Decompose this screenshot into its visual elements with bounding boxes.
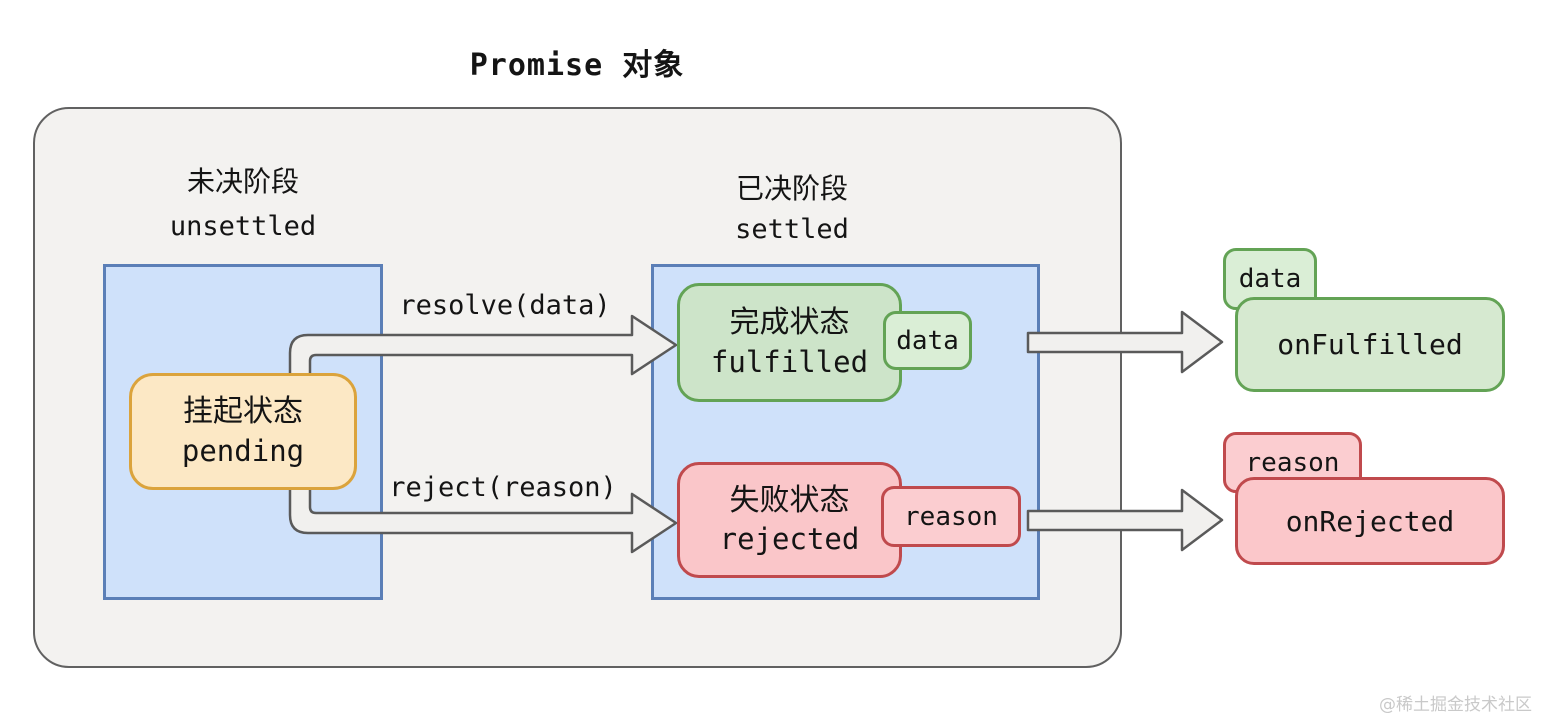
rejected-state-label-en: rejected [719,522,860,557]
unsettled-phase-label-zh: 未决阶段 [186,165,299,198]
unsettled-phase-label-en: unsettled [169,211,317,242]
fulfilled-state-box: 完成状态 fulfilled [677,283,902,402]
fulfilled-state-label-en: fulfilled [710,344,869,379]
watermark: @稀土掘金技术社区 [1379,695,1532,715]
fulfilled-data-tag: data [883,311,972,370]
pending-state-box: 挂起状态 pending [129,373,357,490]
onrejected-callback-box: onRejected [1235,477,1505,565]
settled-phase-label-zh: 已决阶段 [735,172,848,205]
settled-phase-label-en: settled [735,214,849,245]
fulfilled-state-label-zh: 完成状态 [729,305,850,341]
rejected-state-label-zh: 失败状态 [729,482,850,518]
resolve-arrow-label: resolve(data) [399,290,611,321]
rejected-state-box: 失败状态 rejected [677,462,902,578]
diagram-title: Promise 对象 [469,48,685,83]
rejected-reason-tag: reason [881,486,1021,547]
reject-arrow-label: reject(reason) [389,472,617,503]
onfulfilled-callback-box: onFulfilled [1235,297,1505,392]
pending-state-label-zh: 挂起状态 [183,394,303,430]
pending-state-label-en: pending [181,433,305,468]
